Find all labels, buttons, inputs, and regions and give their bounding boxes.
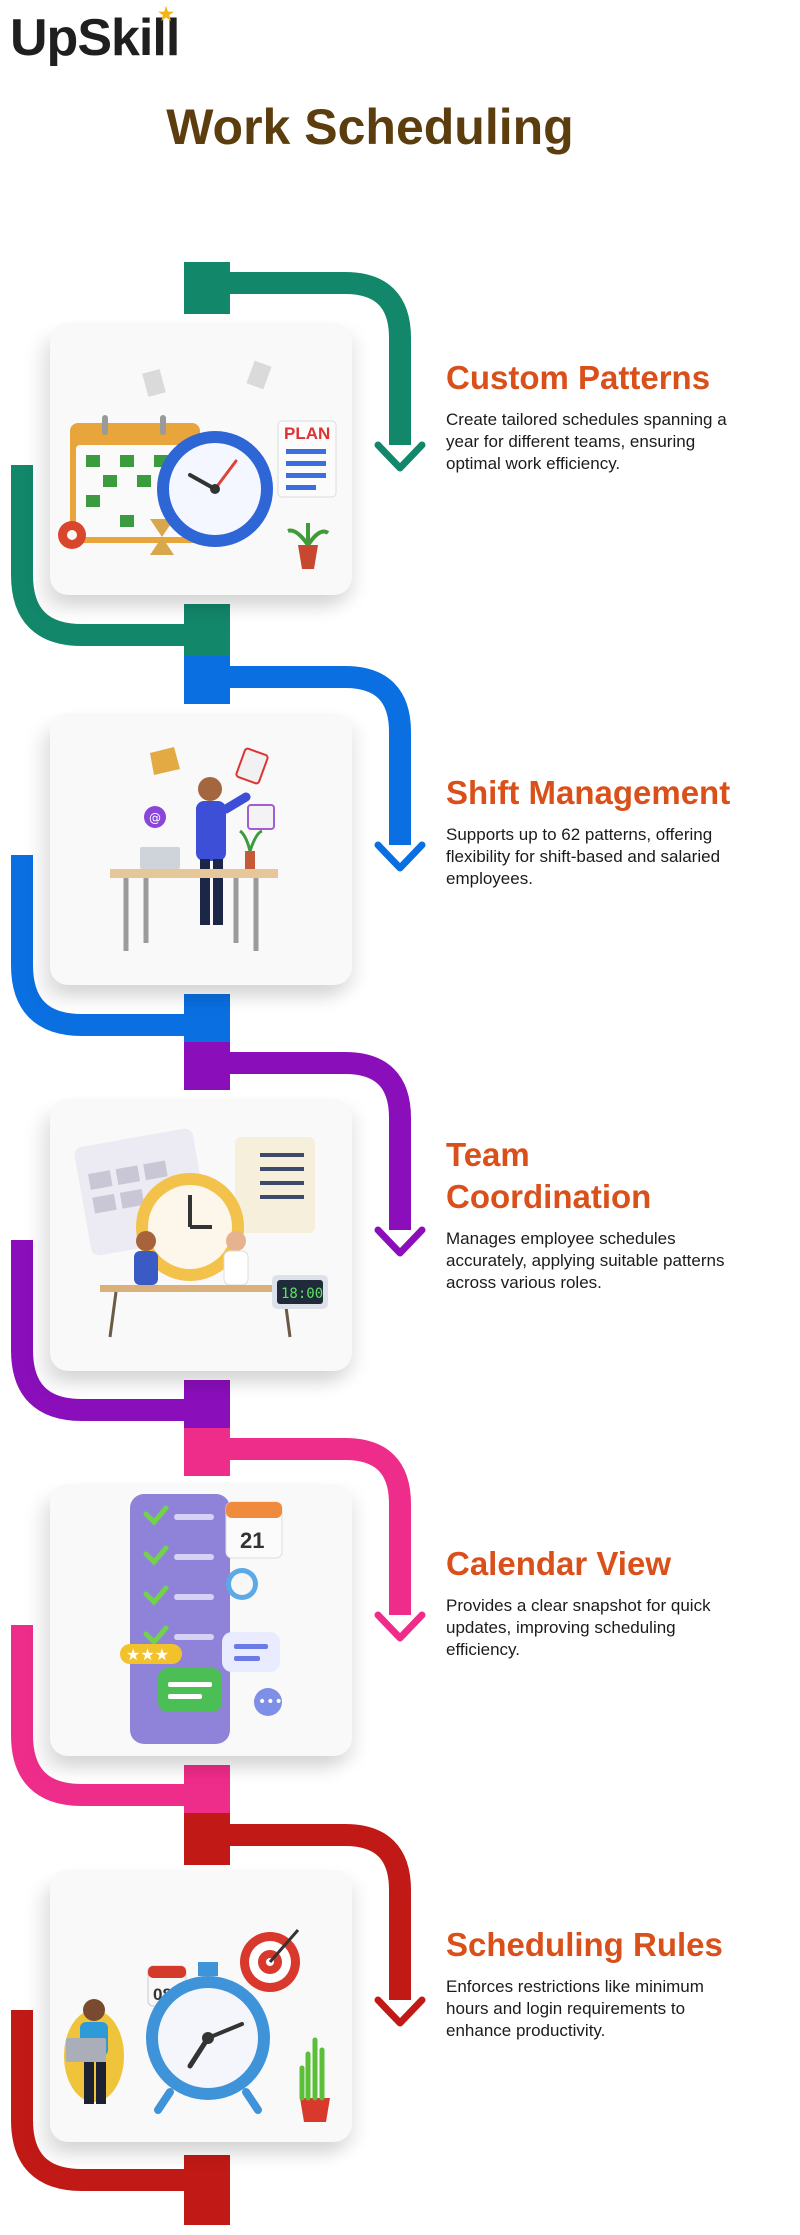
plan-label: PLAN [284,424,330,443]
connector-red [11,1813,411,2225]
card-scheduling-rules: 08 [50,1870,352,2142]
step-scheduling-rules: Scheduling Rules Enforces restrictions l… [446,1924,746,2042]
step-title: Shift Management [446,774,731,811]
step-team-coordination: Team Coordination Manages employee sched… [446,1134,746,1294]
step-title: Team Coordination [446,1136,652,1215]
card-team-coordination: 18:00 [50,1099,352,1371]
person-at-desk-icon: @ [110,747,278,951]
step-title: Custom Patterns [446,359,711,396]
step-title: Calendar View [446,1545,671,1582]
calendar-checklist-icon: 21 ★★★ ••• [120,1494,283,1744]
step-description: Manages employee schedules accurately, a… [446,1229,725,1292]
step-description: Enforces restrictions like minimum hours… [446,1977,704,2040]
svg-text:•••: ••• [258,1694,283,1710]
step-calendar-view: Calendar View Provides a clear snapshot … [446,1543,746,1661]
connector-pink [11,1428,411,1813]
step-description: Supports up to 62 patterns, offering fle… [446,825,721,888]
step-title: Scheduling Rules [446,1926,723,1963]
connector-purple [11,1042,411,1428]
calendar-day: 21 [240,1528,264,1553]
step-shift-management: Shift Management Supports up to 62 patte… [446,772,746,890]
step-description: Provides a clear snapshot for quick upda… [446,1596,711,1659]
upskill-logo: UpSkill★ [10,4,180,67]
calendar-clock-icon: PLAN [58,360,337,569]
clock-digits: 18:00 [281,1286,323,1302]
connector-blue [11,656,411,1042]
team-clock-icon: 18:00 [74,1128,328,1338]
svg-text:★★★: ★★★ [126,1645,169,1664]
svg-text:@: @ [149,811,161,825]
card-calendar-view: 21 ★★★ ••• [50,1484,352,1756]
page-title: Work Scheduling [166,99,574,155]
card-custom-patterns: PLAN [50,323,352,595]
step-custom-patterns: Custom Patterns Create tailored schedule… [446,357,746,475]
connector-green [11,262,411,656]
alarm-target-icon: 08 [64,1929,330,2122]
step-description: Create tailored schedules spanning a yea… [446,410,727,473]
star-icon: ★ [158,4,174,24]
card-shift-management: @ [50,713,352,985]
